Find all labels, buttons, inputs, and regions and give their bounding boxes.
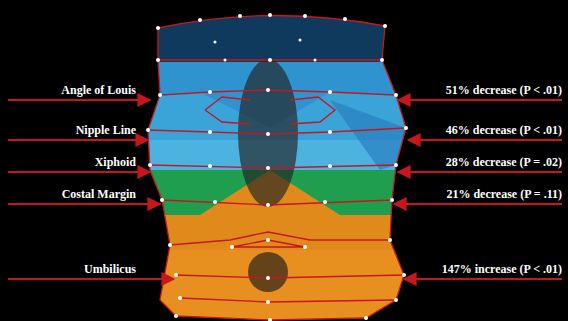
landmark-label: Nipple Line [76, 123, 136, 137]
change-label: 51% decrease (P < .01) [446, 83, 562, 97]
mesh-dots [146, 13, 408, 321]
landmark-label: Xiphoid [95, 155, 136, 169]
change-label: 21% decrease (P = .11) [446, 187, 562, 201]
landmark-label: Costal Margin [62, 187, 136, 201]
landmark-label: Angle of Louis [61, 83, 136, 97]
umbilicus-shadow [248, 252, 288, 292]
change-label: 147% increase (P < .01) [442, 262, 562, 276]
landmark-label: Umbilicus [84, 262, 136, 276]
change-label: 46% decrease (P < .01) [446, 123, 562, 137]
torso-regions [140, 0, 420, 321]
mesh-lines [148, 15, 406, 320]
leader-arrows [8, 100, 562, 279]
change-label: 28% decrease (P = .02) [446, 155, 562, 169]
